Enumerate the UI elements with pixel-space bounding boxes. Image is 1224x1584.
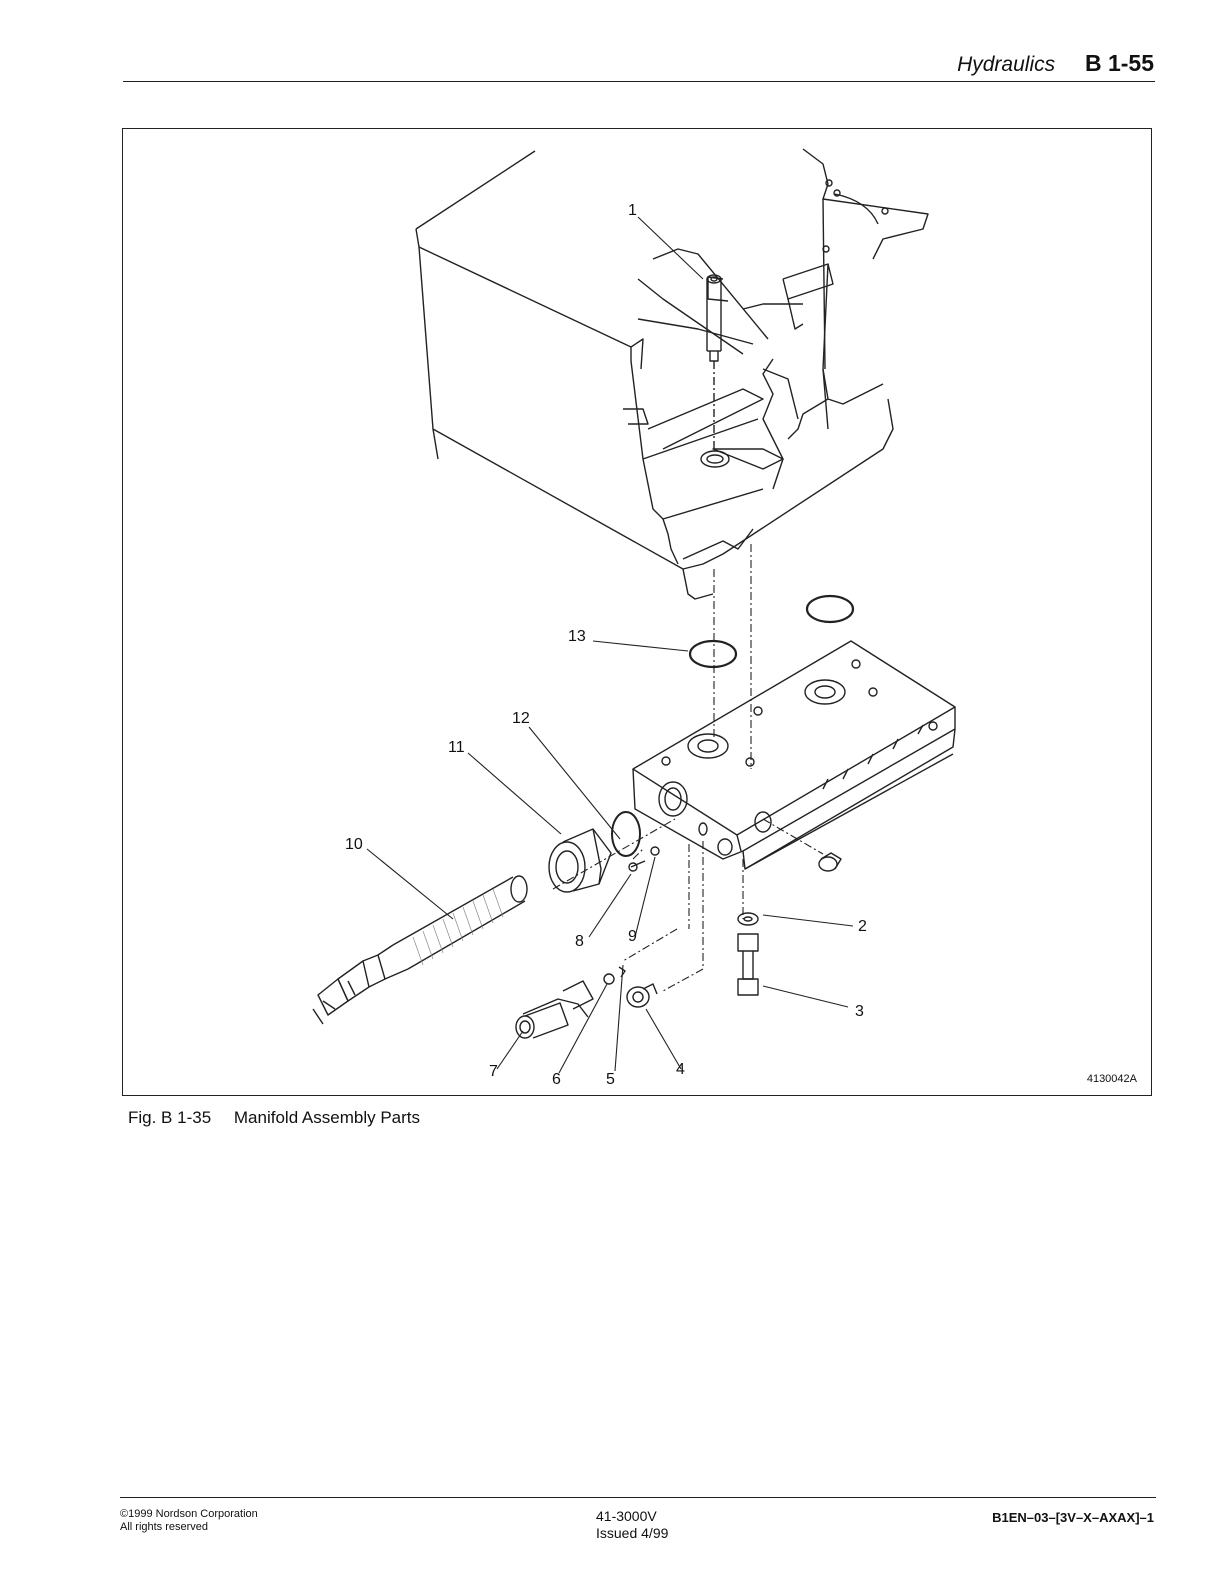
callout-6: 6 xyxy=(552,1072,561,1088)
valve-parts xyxy=(516,967,657,1038)
section-title: Hydraulics xyxy=(957,53,1055,76)
callout-3: 3 xyxy=(855,1004,864,1020)
footer-code: B1EN–03–[3V–X–AXAX]–1 xyxy=(992,1510,1154,1525)
callout-1: 1 xyxy=(628,203,637,219)
callout-9: 9 xyxy=(628,929,637,945)
page-number: B 1-55 xyxy=(1085,50,1154,76)
callout-8: 8 xyxy=(575,934,584,950)
callout-2: 2 xyxy=(858,919,867,935)
callout-5: 5 xyxy=(606,1072,615,1088)
alignment-lines xyxy=(553,544,823,991)
filter-fitting xyxy=(549,812,659,892)
footer-copyright-block: ©1999 Nordson Corporation All rights res… xyxy=(120,1508,258,1534)
callout-7: 7 xyxy=(489,1064,498,1080)
footer-rule xyxy=(120,1497,1156,1498)
callout-10: 10 xyxy=(345,837,363,853)
callout-11: 11 xyxy=(448,740,465,756)
o-ring xyxy=(690,641,736,667)
side-plug xyxy=(819,853,841,871)
caption-title: Manifold Assembly Parts xyxy=(234,1108,420,1127)
callout-13: 13 xyxy=(568,629,586,645)
caption-number: Fig. B 1-35 xyxy=(128,1108,211,1127)
figure-frame: 1 2 3 4 5 6 7 8 9 10 11 12 13 4130042A xyxy=(122,128,1152,1096)
callout-12: 12 xyxy=(512,711,530,727)
footer-doc-number: 41-3000V xyxy=(596,1508,668,1525)
callout-4: 4 xyxy=(676,1062,685,1078)
o-ring-top xyxy=(807,596,853,622)
figure-caption: Fig. B 1-35 Manifold Assembly Parts xyxy=(128,1108,420,1128)
screw-parts xyxy=(738,913,758,995)
footer-rights: All rights reserved xyxy=(120,1521,258,1534)
footer-doc-block: 41-3000V Issued 4/99 xyxy=(596,1508,668,1542)
footer-issued: Issued 4/99 xyxy=(596,1525,668,1542)
manifold-block xyxy=(633,641,955,869)
header-rule xyxy=(123,81,1155,82)
tank-drawing xyxy=(416,149,928,599)
manifold-drawing xyxy=(123,129,1153,1097)
figure-code: 4130042A xyxy=(1087,1073,1137,1085)
footer-copyright: ©1999 Nordson Corporation xyxy=(120,1508,258,1521)
filter-assembly xyxy=(313,876,527,1024)
page-header: Hydraulics B 1-55 xyxy=(957,50,1154,77)
